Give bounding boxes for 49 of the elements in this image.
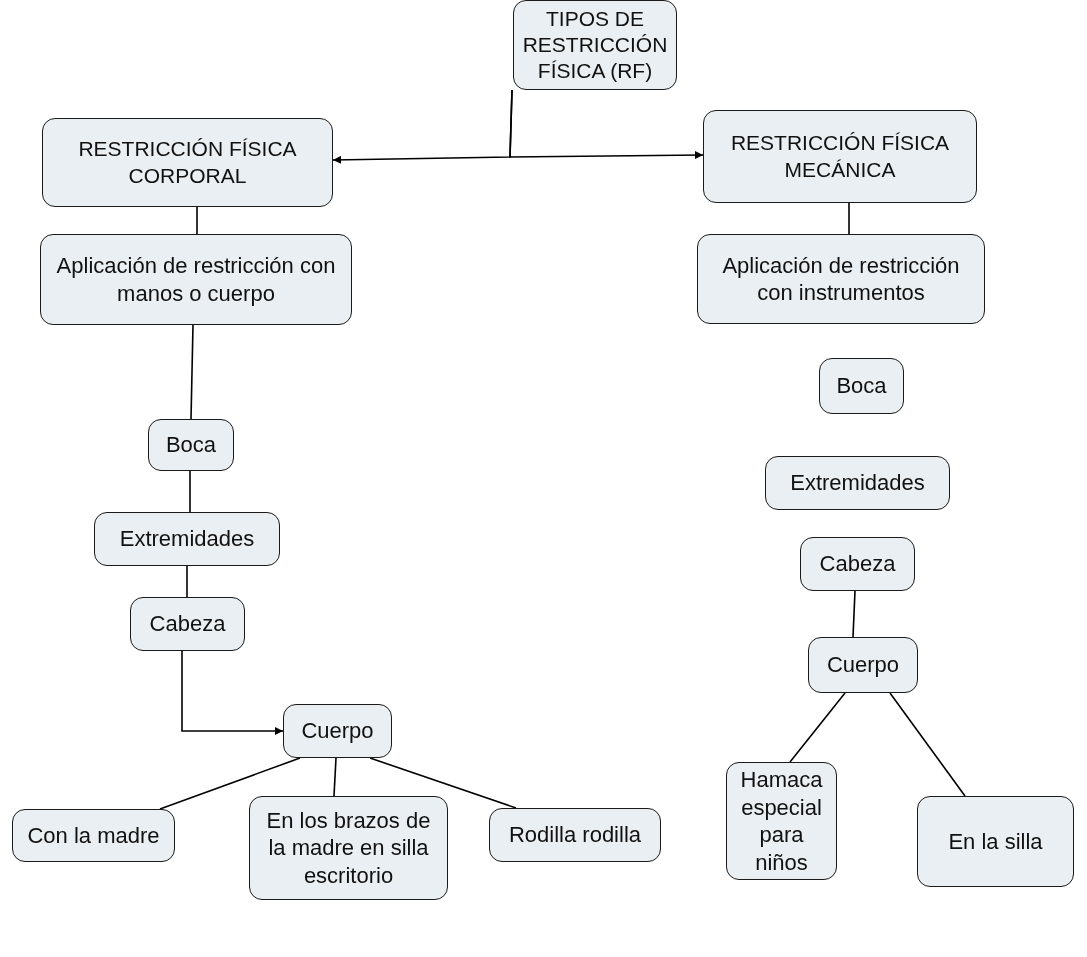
connector-line	[196, 206, 198, 235]
concept-label: Aplicación de restricción con instrumentos	[721, 251, 961, 307]
concept-box	[12, 809, 175, 862]
concept-label: Cuerpo	[826, 651, 900, 679]
concept-label: Con la madre	[27, 821, 160, 850]
concept-box	[130, 597, 245, 651]
concept-box	[800, 537, 915, 591]
concept-label: RESTRICCIÓN FÍSICA CORPORAL	[77, 136, 298, 189]
concept-label: Cabeza	[819, 550, 896, 578]
connector-line	[789, 692, 846, 763]
connector-line	[159, 757, 301, 810]
concept-label: Rodilla rodilla	[508, 821, 642, 849]
connector-line	[848, 202, 850, 235]
concept-label: En la silla	[948, 827, 1043, 856]
concept-label: RESTRICCIÓN FÍSICA MECÁNICA	[729, 130, 951, 183]
concept-label: Cabeza	[149, 610, 226, 638]
concept-label: En los brazos de la madre en silla escritorio	[265, 806, 432, 890]
concept-box	[489, 808, 661, 862]
arrow	[181, 650, 284, 735]
concept-box	[726, 762, 837, 880]
concept-box	[697, 234, 985, 324]
concept-label: Extremidades	[119, 525, 255, 553]
concept-box	[249, 796, 448, 900]
connector-line	[889, 692, 966, 797]
concept-label: Extremidades	[790, 469, 925, 497]
concept-box	[819, 358, 904, 414]
concept-box	[765, 456, 950, 510]
concept-label: Aplicación de restricción con manos o cuerpo	[55, 252, 337, 307]
concept-box	[917, 796, 1074, 887]
concept-label: Boca	[836, 372, 887, 400]
concept-label: TIPOS DE RESTRICCIÓN FÍSICA (RF)	[522, 5, 668, 85]
connector-line	[369, 757, 517, 809]
concept-label: Boca	[165, 431, 217, 459]
concept-box	[808, 637, 918, 693]
concept-box	[513, 0, 677, 90]
connector-line	[852, 590, 856, 638]
connector-line	[189, 470, 191, 513]
concept-label: Cuerpo	[301, 717, 374, 745]
concept-label: Hamaca especial para niños	[739, 766, 824, 876]
concept-box	[148, 419, 234, 471]
connector-line	[186, 565, 188, 598]
concept-box	[703, 110, 977, 203]
concept-box	[94, 512, 280, 566]
concept-box	[40, 234, 352, 325]
connector-line	[333, 757, 337, 797]
concept-box	[283, 704, 392, 758]
arrow	[509, 89, 704, 160]
concept-box	[42, 118, 333, 207]
connector-line	[190, 324, 194, 420]
